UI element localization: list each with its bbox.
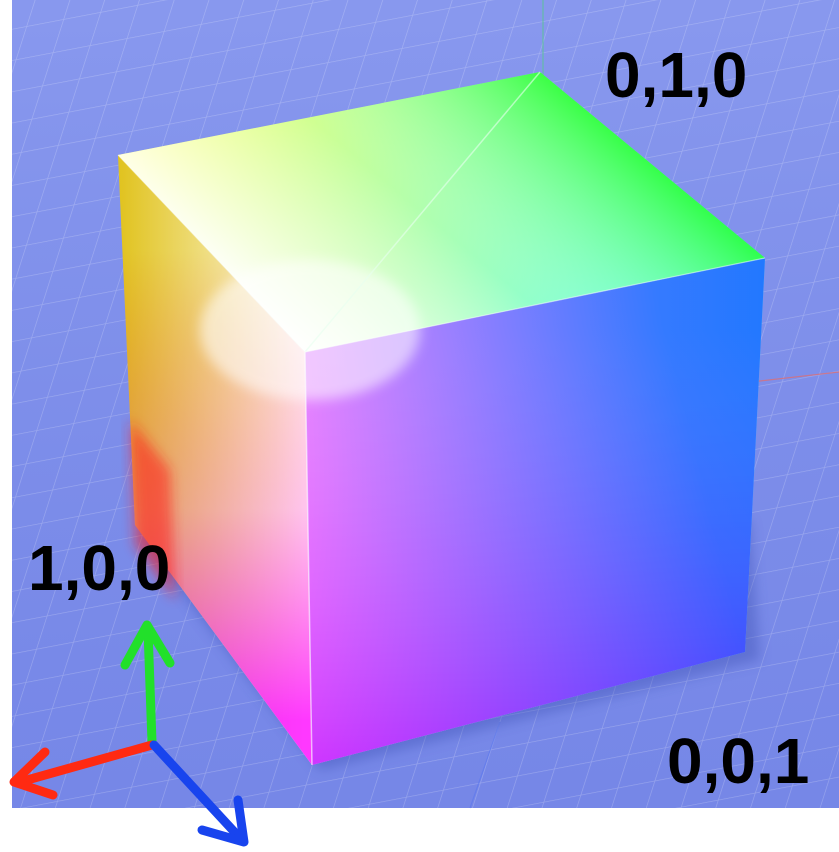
green-corner-label: 0,1,0: [605, 39, 747, 111]
blue-axis-arrow: [149, 740, 249, 847]
rgb-cube: [117, 71, 766, 766]
green-axis-arrow: [120, 620, 175, 747]
red-axis-arrow: [9, 740, 157, 800]
blue-corner-label: 0,0,1: [667, 725, 809, 797]
red-corner-label: 1,0,0: [28, 532, 170, 604]
axis-triad: [9, 620, 249, 847]
